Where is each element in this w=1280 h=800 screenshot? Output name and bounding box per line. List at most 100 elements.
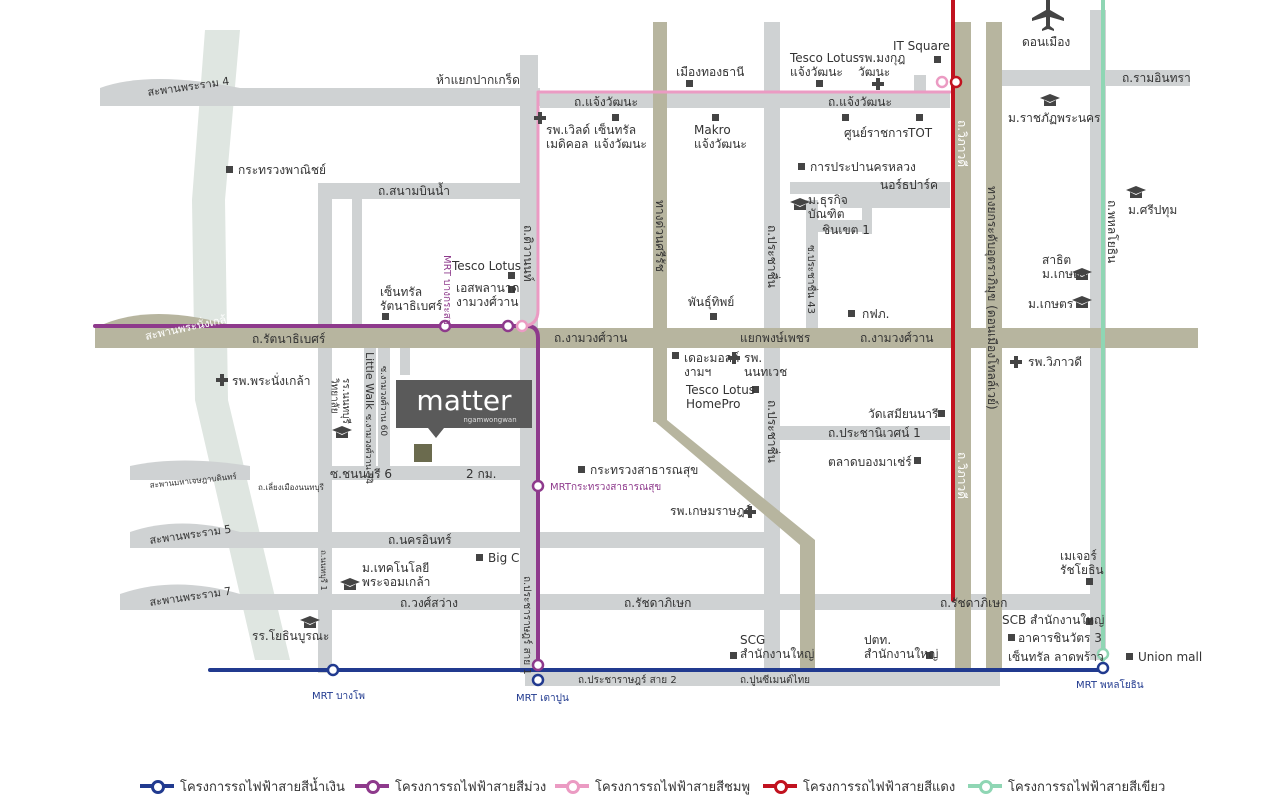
hospital-icon	[1010, 356, 1022, 368]
legend-label: โครงการรถไฟฟ้าสายสีชมพู	[595, 779, 751, 795]
place-label: เอสพลานาดงามวงศ์วาน	[456, 281, 519, 309]
airplane-icon	[1032, 0, 1064, 31]
graduation-cap-icon	[1040, 94, 1060, 106]
place-label: รพ.พระนั่งเกล้า	[232, 372, 311, 388]
place-label: ม.เกษตร	[1028, 297, 1074, 311]
road-label: ห้าแยกปากเกร็ด	[436, 72, 520, 87]
place-marker	[686, 80, 693, 87]
road-label: ถ.ประชาราษฎร์ สาย 1	[521, 576, 533, 675]
matter-site-marker	[414, 444, 432, 462]
road-label: ถ.นนทบุรี 1	[319, 550, 328, 591]
road-label: ถ.แจ้งวัฒนะ	[574, 95, 638, 109]
road-label: ซ.งามวงศ์วาน 60	[378, 366, 390, 436]
road-label: ถ.วิภาวดี	[955, 120, 969, 167]
blue-line-swatch-icon	[140, 779, 174, 794]
road-label: 2 กม.	[466, 467, 496, 481]
station-label: MRT บางโพ	[312, 689, 365, 702]
road-label: ทางด่วนศรีรัช	[653, 200, 667, 272]
road-label: ถ.ติวานนท์	[521, 225, 535, 282]
place-marker	[508, 286, 515, 293]
matter-logo: matter ngamwongwan	[396, 380, 532, 462]
river	[192, 30, 290, 660]
place-marker	[712, 114, 719, 121]
place-marker	[612, 114, 619, 121]
road-label: ถ.งามวงศ์วาน	[860, 331, 933, 345]
place-label: ดอนเมือง	[1022, 35, 1070, 49]
station-label: MRT เตาปูน	[516, 693, 569, 704]
legend-label: โครงการรถไฟฟ้าสายสีแดง	[803, 779, 956, 795]
place-marker	[1086, 578, 1093, 585]
place-label: เดอะมอลล์งามฯ	[684, 351, 739, 379]
road-label: ชินเขต 1	[822, 223, 870, 237]
legend-item-purple: โครงการรถไฟฟ้าสายสีม่วง	[355, 776, 546, 796]
hospital-icon	[872, 78, 884, 90]
place-label: รพ.มงกุฎวัฒนะ	[858, 51, 905, 79]
place-label: รร.โยธินบูรณะ	[252, 629, 329, 644]
place-label: รพ.เกษมราษฎร์	[670, 504, 752, 518]
purple-line-swatch-icon	[355, 779, 389, 794]
place-label: ม.ราชภัฏพระนคร	[1008, 111, 1101, 125]
bridges	[95, 79, 250, 610]
road-label: ถ.เลี่ยงเมืองนนทบุรี	[258, 481, 325, 492]
place-label: ม.ศรีปทุม	[1128, 203, 1177, 218]
place-label: เมืองทองธานี	[676, 65, 744, 79]
place-label: วัดเสมียนนารี	[868, 407, 939, 421]
place-label: เมเจอร์รัชโยธิน	[1060, 549, 1104, 577]
place-marker	[816, 80, 823, 87]
road-label: ถ.ประชานิเวศน์ 1	[828, 426, 921, 440]
place-marker	[752, 386, 759, 393]
hospital-icon	[534, 112, 546, 124]
place-marker	[226, 166, 233, 173]
station-label: MRTกระทรวงสาธารณสุข	[550, 482, 661, 493]
place-label: ตลาดบองมาเช่ร์	[828, 455, 912, 469]
legend-label: โครงการรถไฟฟ้าสายสีเขียว	[1008, 779, 1166, 795]
road-label: ถ.ประชาราษฎร์ สาย 2	[578, 674, 677, 686]
place-label: พันธุ์ทิพย์	[688, 295, 734, 310]
legend-item-red: โครงการรถไฟฟ้าสายสีแดง	[763, 776, 955, 796]
road-label: ถ.งามวงศ์วาน	[554, 331, 627, 345]
place-label: IT Square	[893, 39, 950, 53]
graduation-cap-icon	[1126, 186, 1146, 198]
road-label: ถ.วิภาวดี	[955, 452, 969, 499]
purple-line	[93, 324, 540, 667]
graduation-cap-icon	[1072, 268, 1092, 280]
road-label: Little Walk	[363, 352, 376, 410]
place-label: TOT	[907, 126, 933, 140]
place-label: SCB สำนักงานใหญ่	[1002, 613, 1104, 627]
place-label: รพ.นนทเวช	[744, 351, 787, 379]
place-label: ม.เทคโนโลยีพระจอมเกล้า	[362, 561, 430, 589]
road-label: ถ.นครอินทร์	[388, 533, 452, 547]
legend-item-blue: โครงการรถไฟฟ้าสายสีน้ำเงิน	[140, 776, 345, 796]
place-marker	[926, 652, 933, 659]
hospital-icon	[728, 352, 740, 364]
place-label: ม.ธุรกิจบัณฑิต	[808, 193, 848, 221]
matter-title: matter	[416, 384, 512, 417]
place-label: รร.นนทบุรีวิทยาลัย	[329, 378, 353, 425]
graduation-cap-icon	[300, 616, 320, 628]
legend-item-pink: โครงการรถไฟฟ้าสายสีชมพู	[555, 776, 750, 796]
place-label: Union mall	[1138, 650, 1202, 664]
graduation-cap-icon	[332, 426, 352, 438]
place-label: เซ็นทรัลรัตนาธิเบศร์	[380, 284, 443, 313]
place-marker	[382, 313, 389, 320]
graduation-cap-icon	[340, 578, 360, 590]
legend-label: โครงการรถไฟฟ้าสายสีม่วง	[395, 779, 547, 795]
road-label: ซ.ประชาชื่น 43	[805, 245, 819, 314]
place-marker	[672, 352, 679, 359]
place-marker	[798, 163, 805, 170]
road-label: ทางยกระดับอุตราภิมุข (ดอนเมืองโทลล์เวย์)	[984, 186, 999, 410]
road-label: ถ.รัตนาธิเบศร์	[252, 332, 326, 346]
place-marker	[934, 56, 941, 63]
place-marker	[578, 466, 585, 473]
road-label: ถ.รามอินทรา	[1122, 71, 1191, 85]
place-label: Big C	[488, 551, 519, 565]
place-label: กระทรวงสาธารณสุข	[590, 463, 698, 478]
graduation-cap-icon	[790, 198, 810, 210]
place-label: ศูนย์ราชการ	[844, 126, 909, 141]
place-label: อาคารชินวัตร 3	[1018, 631, 1102, 645]
place-marker	[1086, 618, 1093, 625]
place-marker	[914, 457, 921, 464]
place-label: รพ.วิภาวดี	[1028, 355, 1082, 369]
place-label: การประปานครหลวง	[810, 160, 916, 174]
